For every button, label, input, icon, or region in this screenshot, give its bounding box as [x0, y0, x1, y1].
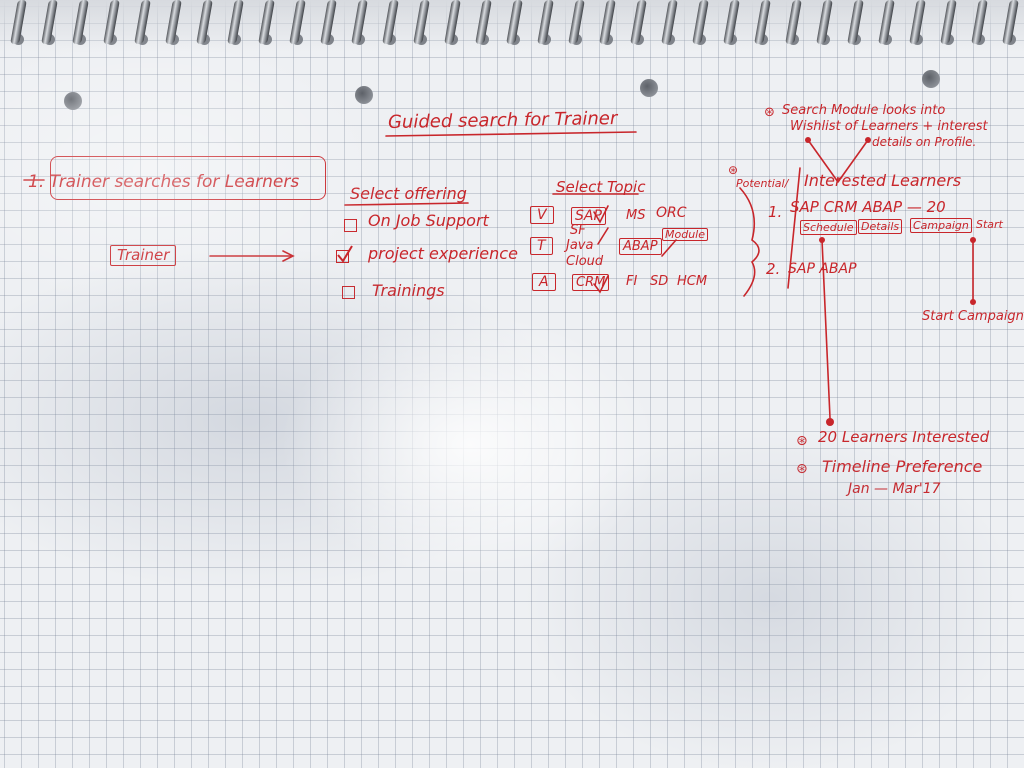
- timeline-marker: ⊛: [796, 461, 808, 477]
- learner-item-2: SAP ABAP: [788, 261, 857, 277]
- dot-marker: [865, 137, 871, 143]
- learner-item-1: SAP CRM ABAP — 20: [790, 198, 946, 216]
- dot-marker: [826, 418, 834, 426]
- topic-tag-v: V: [530, 206, 554, 224]
- java-slash: [597, 227, 609, 245]
- campaign-action[interactable]: Campaign: [910, 218, 972, 233]
- potential-label: Potential/: [736, 177, 789, 190]
- topic-module[interactable]: Module: [662, 228, 708, 241]
- module-slash: [661, 239, 677, 257]
- details-action[interactable]: Details: [858, 219, 903, 234]
- start-campaign-label[interactable]: Start Campaign: [922, 309, 1024, 324]
- interested-learners-heading: Interested Learners: [804, 171, 962, 190]
- topic-crm[interactable]: CRM: [572, 274, 610, 291]
- trainer-actor: Trainer: [110, 245, 177, 266]
- start-action[interactable]: Start: [976, 218, 1003, 231]
- topic-fi: FI: [626, 274, 638, 289]
- schedule-action[interactable]: Schedule: [800, 220, 857, 235]
- potential-marker: ⊛: [728, 163, 739, 177]
- note-line-2: Wishlist of Learners + interest: [790, 119, 988, 134]
- timeline-note: Timeline Preference: [822, 457, 983, 476]
- interested-note: 20 Learners Interested: [818, 428, 990, 446]
- option-project-experience: project experience: [368, 244, 518, 263]
- select-offering-heading: Select offering: [350, 184, 467, 203]
- dot-marker: [819, 237, 825, 243]
- page-title: Guided search for Trainer: [387, 108, 618, 133]
- interested-marker: ⊛: [796, 433, 808, 449]
- topic-sf: SF: [570, 223, 586, 238]
- topic-abap[interactable]: ABAP: [619, 238, 662, 255]
- brace: [739, 187, 760, 297]
- topic-sd: SD: [650, 274, 669, 289]
- note-marker: ⊛: [764, 105, 775, 120]
- dot-marker: [970, 299, 976, 305]
- topic-tag-a: A: [532, 273, 556, 291]
- option-trainings: Trainings: [372, 281, 445, 300]
- topic-orc: ORC: [656, 205, 687, 221]
- dot-marker: [805, 137, 811, 143]
- offering-underline: [344, 202, 469, 206]
- timeline-range: Jan — Mar'17: [848, 481, 941, 497]
- option-on-job-support: On Job Support: [368, 211, 489, 230]
- learner-item-2-num: 2.: [766, 260, 781, 278]
- topic-java: Java: [566, 238, 594, 253]
- topic-ms: MS: [626, 208, 646, 223]
- select-topic-heading: Select Topic: [556, 178, 646, 196]
- checkmark-icon: [337, 245, 353, 263]
- learner-item-1-num: 1.: [768, 203, 783, 221]
- step-text: 1. Trainer searches for Learners: [28, 172, 300, 192]
- dot-marker: [970, 237, 976, 243]
- title-underline: [385, 131, 637, 137]
- topic-cloud: Cloud: [566, 254, 604, 269]
- checkbox-trainings[interactable]: [342, 286, 355, 299]
- note-line-1: Search Module looks into: [782, 103, 946, 118]
- topic-tag-t: T: [530, 237, 553, 255]
- note-line-3: details on Profile.: [872, 135, 977, 149]
- topic-hcm: HCM: [677, 274, 708, 289]
- checkbox-on-job-support[interactable]: [344, 219, 357, 232]
